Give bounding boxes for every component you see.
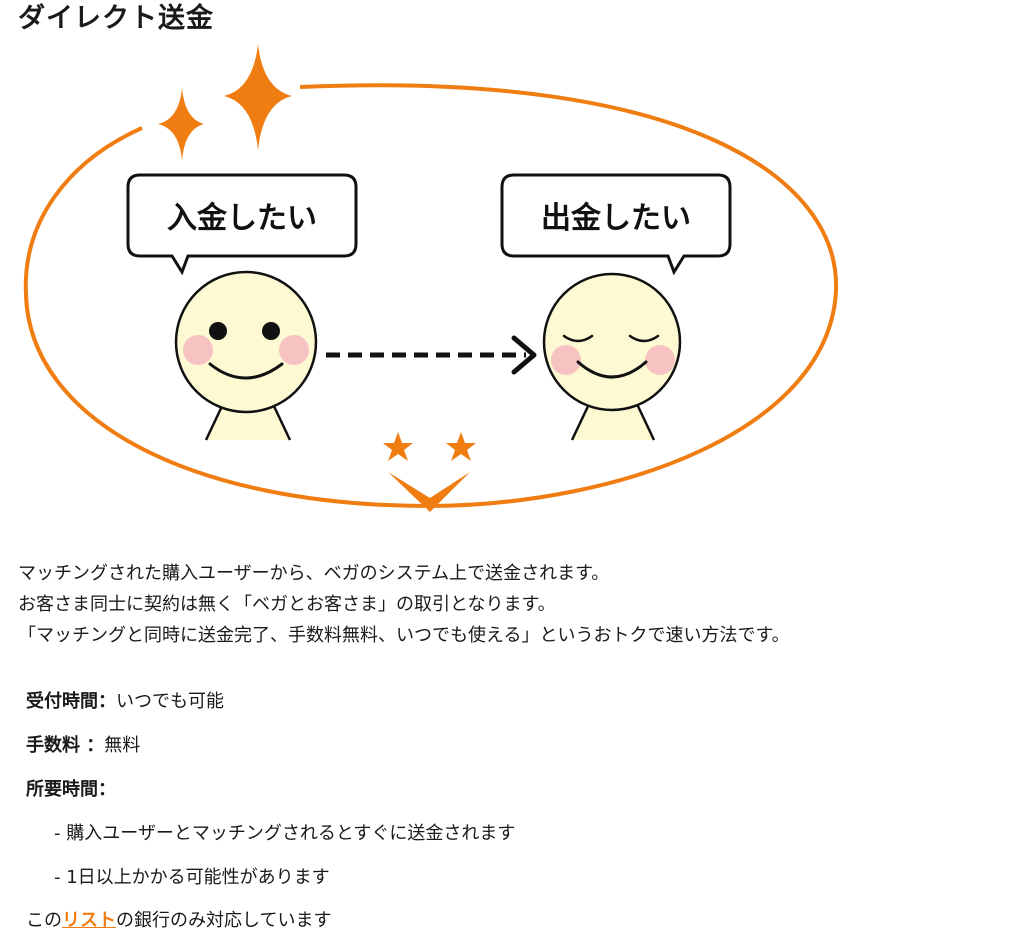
sparkle-icon [158, 88, 204, 160]
direct-transfer-illustration: 入金したい 出金したい [23, 44, 839, 512]
fee-value: 無料 [104, 735, 141, 756]
sparkle-icon [224, 44, 292, 150]
bubble-right-text: 出金したい [541, 201, 691, 236]
intro-line: 「マッチングと同時に送金完了、手数料無料、いつでも使える」というおトクで速い方法… [18, 625, 790, 646]
check-icon [388, 472, 470, 512]
speech-bubble-right [500, 173, 732, 276]
spec-fee: 手数料 ：無料 [26, 730, 515, 774]
hours-label: 受付時間： [26, 691, 116, 712]
character-right [542, 272, 682, 441]
fee-label: 手数料 ： [26, 735, 105, 756]
spec-list: 受付時間：いつでも可能 手数料 ：無料 所要時間： - 購入ユーザーとマッチング… [26, 686, 515, 906]
speech-bubble-left [126, 173, 358, 276]
time-item: - 1日以上かかる可能性があります [54, 867, 330, 888]
arrow-right-icon [326, 335, 537, 375]
bank-list-link[interactable]: リスト [62, 910, 116, 931]
hours-value: いつでも可能 [116, 691, 224, 712]
star-icon [383, 432, 413, 461]
character-left [174, 270, 318, 441]
time-item: - 購入ユーザーとマッチングされるとすぐに送金されます [54, 823, 516, 844]
time-label: 所要時間： [26, 779, 116, 800]
intro-line: マッチングされた購入ユーザーから、ベガのシステム上で送金されます。 [18, 563, 610, 584]
star-icon [446, 432, 476, 461]
intro-line: お客さま同士に契約は無く「ベガとお客さま」の取引となります。 [18, 594, 556, 615]
footer-suffix: の銀行のみ対応しています [116, 910, 332, 931]
spec-time: 所要時間： [26, 774, 515, 818]
footer-prefix: この [26, 910, 62, 931]
bubble-left-text: 入金したい [167, 201, 317, 236]
footer-note: このリストの銀行のみ対応しています [26, 906, 331, 936]
intro-text: マッチングされた購入ユーザーから、ベガのシステム上で送金されます。 お客さま同士… [18, 558, 790, 651]
orange-ellipse [23, 83, 839, 509]
spec-hours: 受付時間：いつでも可能 [26, 686, 515, 730]
page-title: ダイレクト送金 [18, 3, 214, 34]
